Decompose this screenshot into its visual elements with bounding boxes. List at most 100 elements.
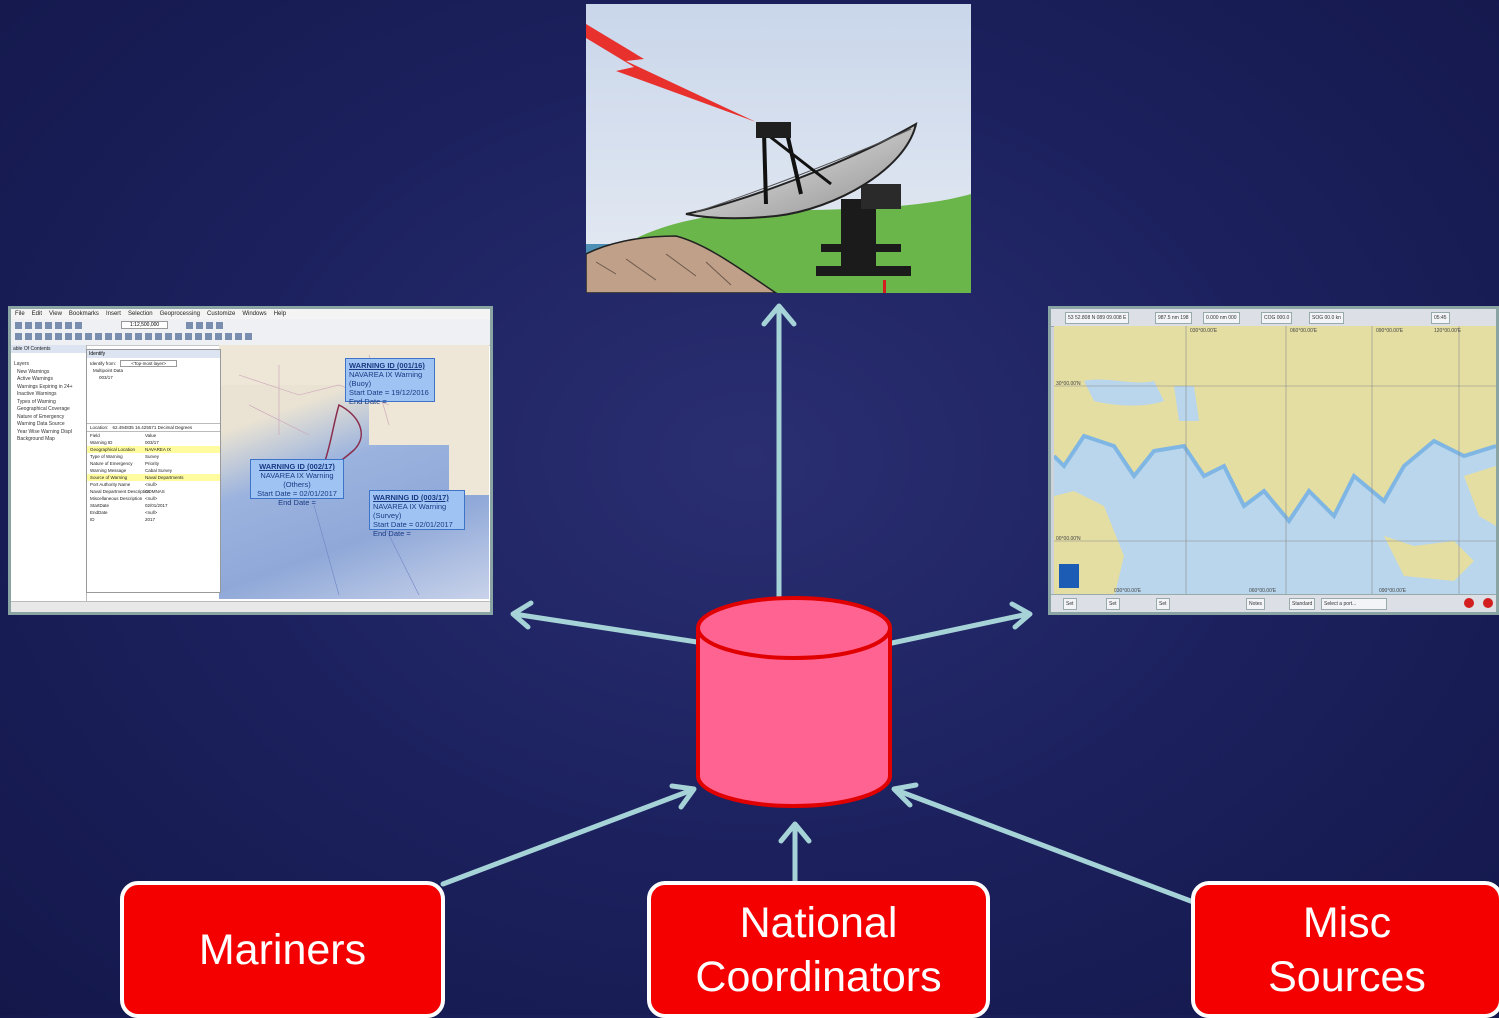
field-name: Geographical Location	[90, 447, 136, 452]
menu-windows[interactable]: Windows	[242, 311, 267, 317]
warning-label-002-17[interactable]: WARNING ID (002/17) NAVAREA IX Warning (…	[250, 459, 344, 507]
arrow-db-to-gis	[511, 611, 700, 645]
arrow-db-to-ecdis	[889, 611, 1031, 646]
identify-field-row[interactable]: Warning ID 003/17	[87, 439, 220, 446]
warning-id: WARNING ID (001/16)	[349, 361, 425, 370]
warning-id: WARNING ID (002/17)	[259, 462, 335, 471]
field-value: <null>	[145, 510, 158, 515]
warning-label-003-17[interactable]: WARNING ID (003/17) NAVAREA IX Warning (…	[369, 490, 465, 538]
identify-from-label: Identify from:	[90, 361, 117, 366]
menu-customize[interactable]: Customize	[207, 311, 236, 317]
record-icon[interactable]	[1464, 598, 1474, 608]
location-label: Location:	[90, 425, 109, 430]
menu-edit[interactable]: Edit	[31, 311, 43, 317]
warning-type: NAVAREA IX Warning (Survey)	[373, 502, 447, 520]
field-name: Nature of Emergency	[90, 461, 133, 466]
arrowhead-db-to-ecdis	[1009, 601, 1033, 630]
longitude-label: 060°00.00'E	[1249, 588, 1277, 594]
identify-from-select[interactable]: <Top-most layer>	[120, 360, 178, 367]
toc-layer[interactable]: Types of Warning	[17, 398, 56, 405]
identify-field-row[interactable]: Port Authority Name<null>	[87, 481, 220, 488]
toc-layer[interactable]: New Warnings	[17, 368, 50, 375]
satellite-dish-image	[586, 4, 971, 293]
gis-map-view[interactable]: WARNING ID (001/16) NAVAREA IX Warning (…	[219, 345, 489, 599]
toc-layer[interactable]: Inactive Warnings	[17, 391, 57, 397]
identify-field-row[interactable]: EndDate <null>	[87, 509, 220, 516]
toc-layer[interactable]: Active Warnings	[17, 376, 53, 382]
toc-layer[interactable]: Background Map	[17, 436, 55, 442]
ecdis-distance: 0.000 nm 000	[1203, 312, 1240, 324]
identify-tree-item[interactable]: 003/17	[99, 375, 113, 380]
warning-type: NAVAREA IX Warning (Others)	[260, 471, 334, 489]
national-label-line2: Coordinators	[695, 952, 942, 1001]
menu-geoprocessing[interactable]: Geoprocessing	[159, 311, 200, 317]
longitude-label: 120°00.00'E	[1434, 328, 1462, 334]
field-value: <null>	[145, 482, 158, 487]
toc-layer[interactable]: Year Wise Warning Displ	[17, 428, 72, 435]
field-name: Source of Warning	[90, 475, 128, 480]
field-name: ID	[90, 517, 95, 522]
scale-field[interactable]: 1:12,500,000	[121, 321, 169, 329]
ecdis-chart-screenshot: 53 52.808 N 089 09.008 E 987.5 nm 198 0.…	[1048, 306, 1499, 615]
chart-logo-icon	[1059, 564, 1079, 588]
misc-label-line2: Sources	[1268, 952, 1426, 1001]
field-value: 003/17	[145, 440, 159, 445]
identify-field-row[interactable]: Type of Warning Survey	[87, 453, 220, 460]
ecdis-nautical-chart[interactable]: 030°00.00'E 060°00.00'E 090°00.00'E 120°…	[1054, 326, 1496, 598]
set-button[interactable]: Set	[1106, 598, 1120, 610]
field-name: Naval Department Description	[90, 489, 151, 494]
toc-layer[interactable]: Warning Data Source	[17, 421, 65, 427]
menu-view[interactable]: View	[49, 311, 62, 317]
identify-field-row[interactable]: Miscellaneous Description<null>	[87, 495, 220, 502]
field-value: Survey	[145, 454, 160, 459]
warning-label-001-16[interactable]: WARNING ID (001/16) NAVAREA IX Warning (…	[345, 358, 435, 406]
field-name: Warning Message	[90, 468, 127, 473]
menu-selection[interactable]: Selection	[127, 311, 153, 317]
field-name: Type of Warning	[90, 454, 123, 459]
field-value: COMNAS	[145, 489, 165, 494]
misc-label-line1: Misc	[1302, 898, 1392, 947]
field-name: Warning ID	[90, 440, 113, 445]
toc-title: able Of Contents	[11, 345, 86, 353]
set-button[interactable]: Set	[1063, 598, 1077, 610]
gis-application-screenshot: File Edit View Bookmarks Insert Selectio…	[8, 306, 493, 615]
longitude-label: 060°00.00'E	[1290, 328, 1318, 334]
toc-layer[interactable]: Warnings Expiring in 24+	[17, 383, 73, 390]
ecdis-sog: SOG 00.0 kn	[1309, 312, 1344, 324]
display-mode-select[interactable]: Standard	[1289, 598, 1316, 610]
identify-tree-item[interactable]: Multipoint Data	[93, 368, 124, 373]
longitude-label: 090°00.00'E	[1379, 588, 1407, 594]
alarm-icon[interactable]	[1483, 598, 1493, 608]
longitude-label: 030°00.00'E	[1190, 328, 1218, 334]
value-header: Value	[145, 433, 157, 438]
field-value: 2017	[145, 517, 156, 522]
gis-horizontal-scrollbar[interactable]	[11, 601, 490, 612]
port-select[interactable]: Select a port...	[1321, 598, 1387, 610]
menu-insert[interactable]: Insert	[105, 311, 121, 317]
menu-file[interactable]: File	[15, 311, 25, 317]
arrowhead-db-to-satellite	[761, 303, 797, 327]
field-name: EndDate	[90, 510, 108, 515]
arrow-mariners-to-db	[440, 787, 695, 887]
field-value: <null>	[145, 496, 158, 501]
identify-field-row[interactable]: ID 2017	[87, 516, 220, 523]
set-button[interactable]: Set	[1156, 598, 1170, 610]
toc-layers-root[interactable]: Layers	[14, 361, 30, 367]
toc-layer[interactable]: Nature of Emergency	[17, 413, 65, 420]
notes-button[interactable]: Notes	[1246, 598, 1266, 610]
toc-layer[interactable]: Geographical Coverage	[17, 406, 70, 412]
gis-toolbar: 1:12,500,000	[11, 319, 490, 346]
mariners-box: Mariners	[120, 881, 445, 1018]
menu-bookmarks[interactable]: Bookmarks	[68, 311, 99, 317]
menu-help[interactable]: Help	[273, 311, 287, 317]
warning-end-date: End Date =	[349, 397, 387, 406]
location-value[interactable]: 62.494835 16.425571 Decimal Degrees	[112, 425, 193, 430]
